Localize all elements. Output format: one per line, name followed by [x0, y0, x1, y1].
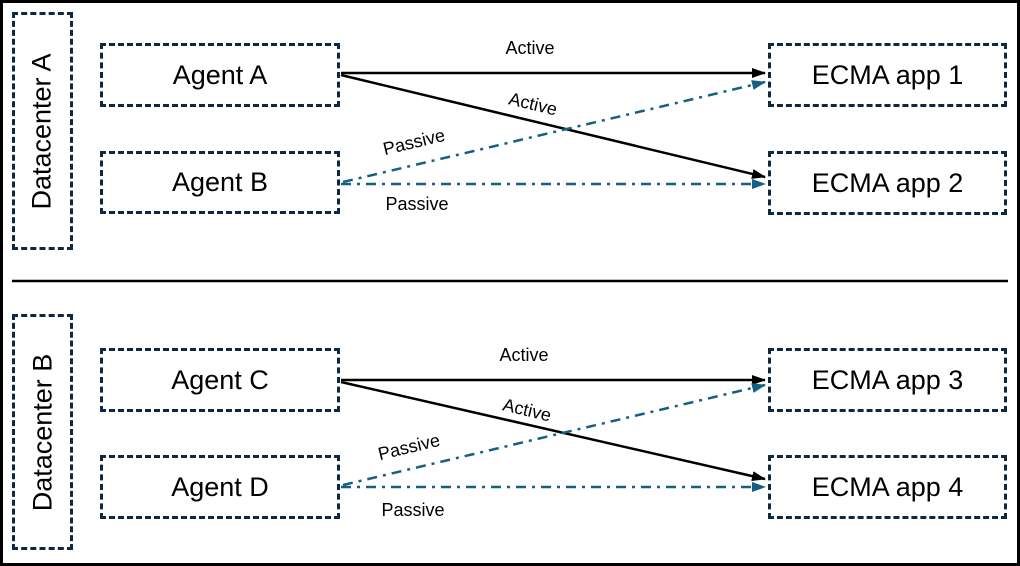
ecma-app-3-box: ECMA app 3: [768, 348, 1007, 412]
edge-label-d-app4-passive: Passive: [381, 500, 445, 520]
ecma-app-1-label: ECMA app 1: [811, 59, 964, 90]
agent-c-label: Agent C: [171, 364, 269, 395]
ecma-app-2-label: ECMA app 2: [811, 167, 964, 198]
datacenter-b-box: Datacenter B: [12, 314, 73, 550]
edge-agentB-app1-passive: [342, 80, 766, 184]
ecma-app-4-label: ECMA app 4: [811, 471, 964, 502]
edge-label-b-app2-passive: Passive: [385, 194, 449, 214]
ecma-app-4-box: ECMA app 4: [768, 455, 1007, 519]
agent-a-box: Agent A: [100, 43, 340, 107]
ecma-app-3-label: ECMA app 3: [811, 364, 964, 395]
agent-c-box: Agent C: [100, 348, 340, 412]
agent-a-label: Agent A: [172, 59, 268, 90]
edge-agentA-app2-active: [340, 73, 766, 179]
ecma-app-1-box: ECMA app 1: [768, 43, 1007, 107]
ecma-app-2-box: ECMA app 2: [768, 151, 1007, 215]
edge-agentC-app4-active: [340, 380, 766, 481]
agent-b-label: Agent B: [171, 167, 269, 197]
edge-label-a-app1-active: Active: [505, 38, 555, 58]
agent-b-box: Agent B: [100, 151, 340, 214]
datacenter-b-label: Datacenter B: [27, 353, 57, 511]
agent-d-box: Agent D: [100, 455, 340, 519]
edge-label-c-app3-active: Active: [499, 345, 549, 365]
datacenter-a-label: Datacenter A: [27, 52, 57, 210]
agent-d-label: Agent D: [171, 471, 269, 502]
datacenter-a-box: Datacenter A: [12, 12, 73, 250]
edge-agentD-app3-passive: [342, 383, 766, 487]
